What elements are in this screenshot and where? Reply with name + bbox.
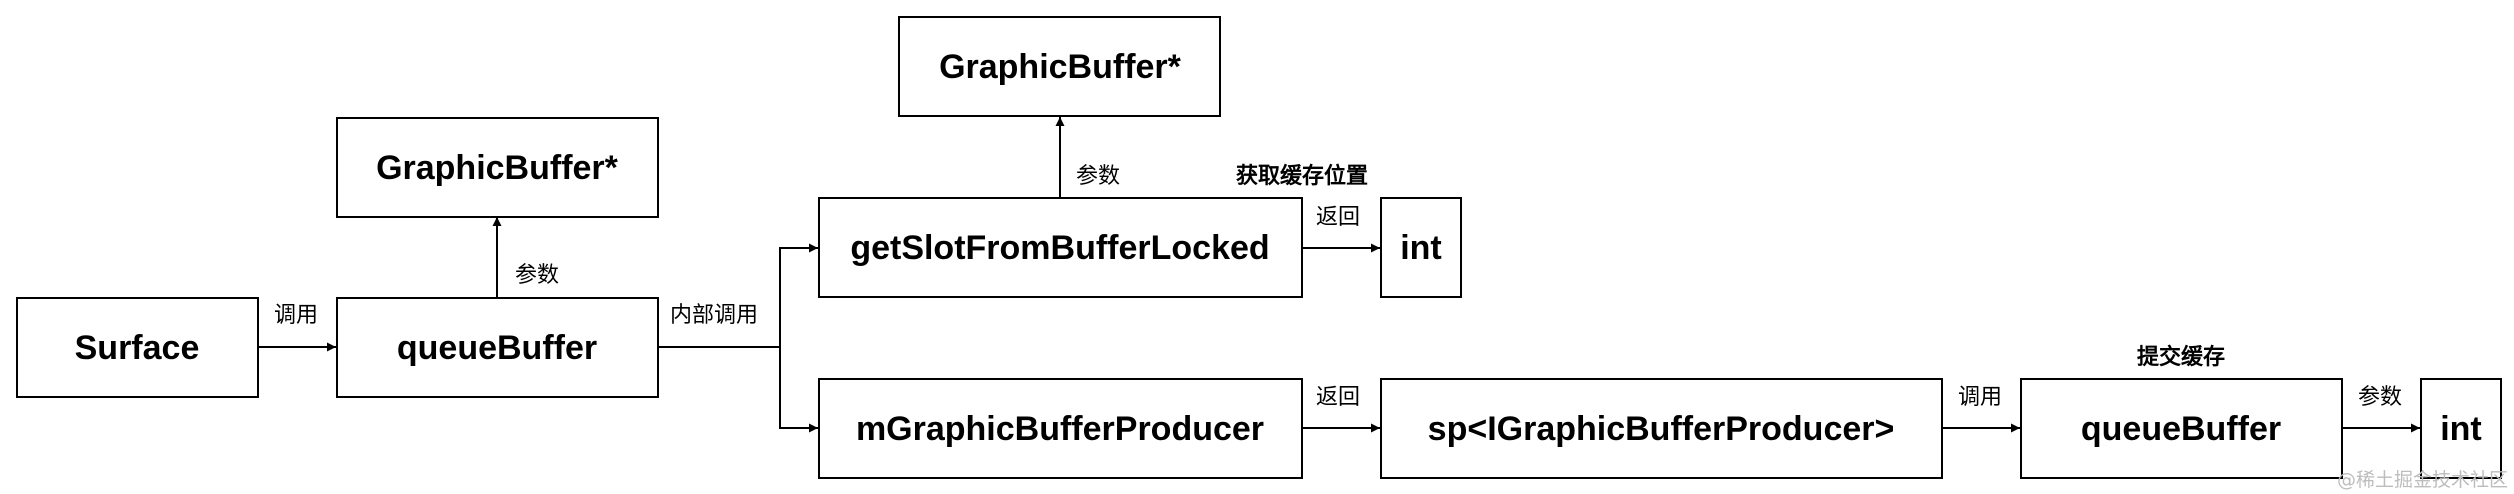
node-label-graphicbuffer-top: GraphicBuffer* <box>939 48 1182 86</box>
node-graphicbuffer-top[interactable]: GraphicBuffer* <box>898 16 1221 117</box>
edge-labels: 调用 参数 内部调用 参数 返回 返回 调用 参数 <box>274 164 2402 410</box>
note-get-slot: 获取缓存位置 <box>1236 163 1368 189</box>
node-get-slot[interactable]: getSlotFromBufferLocked <box>818 197 1303 298</box>
node-int-result[interactable]: int <box>2420 378 2502 479</box>
edge-label-surface-call: 调用 <box>274 303 318 328</box>
node-graphicbuffer-param[interactable]: GraphicBuffer* <box>336 117 659 218</box>
edge-queuebuffer-to-getslot <box>658 243 818 348</box>
edge-label-sp-call: 调用 <box>1958 385 2002 410</box>
node-queuebuffer-producer[interactable]: queueBuffer <box>2020 378 2343 479</box>
node-label-get-slot: getSlotFromBufferLocked <box>850 229 1269 267</box>
edge-queuebuffer-to-producer <box>779 347 818 433</box>
node-label-queuebuffer-main: queueBuffer <box>397 329 597 367</box>
edges <box>258 117 2420 433</box>
node-producer[interactable]: mGraphicBufferProducer <box>818 378 1303 479</box>
edge-label-producer-return: 返回 <box>1316 385 1360 410</box>
node-label-queuebuffer-producer: queueBuffer <box>2081 410 2281 448</box>
edge-label-getslot-param: 参数 <box>1076 164 1120 189</box>
node-label-int-result: int <box>2440 410 2482 448</box>
note-queue-submit: 提交缓存 <box>2137 344 2225 370</box>
node-label-graphicbuffer-param: GraphicBuffer* <box>376 149 619 187</box>
node-sp-producer[interactable]: sp<IGraphicBufferProducer> <box>1380 378 1943 479</box>
node-label-int-slot: int <box>1400 229 1442 267</box>
edge-label-queue-param: 参数 <box>515 263 559 288</box>
node-surface[interactable]: Surface <box>16 297 259 398</box>
node-label-producer: mGraphicBufferProducer <box>856 410 1264 448</box>
notes: 获取缓存位置 提交缓存 <box>1236 163 2225 370</box>
node-int-slot[interactable]: int <box>1380 197 1462 298</box>
watermark: @稀土掘金技术社区 <box>2337 469 2508 491</box>
node-queuebuffer-main[interactable]: queueBuffer <box>336 297 659 398</box>
node-label-surface: Surface <box>75 329 200 367</box>
edge-label-internal-call: 内部调用 <box>670 303 758 328</box>
node-label-sp-producer: sp<IGraphicBufferProducer> <box>1428 410 1895 448</box>
edge-label-queue-param-int: 参数 <box>2358 385 2402 410</box>
edge-label-getslot-return: 返回 <box>1316 205 1360 230</box>
